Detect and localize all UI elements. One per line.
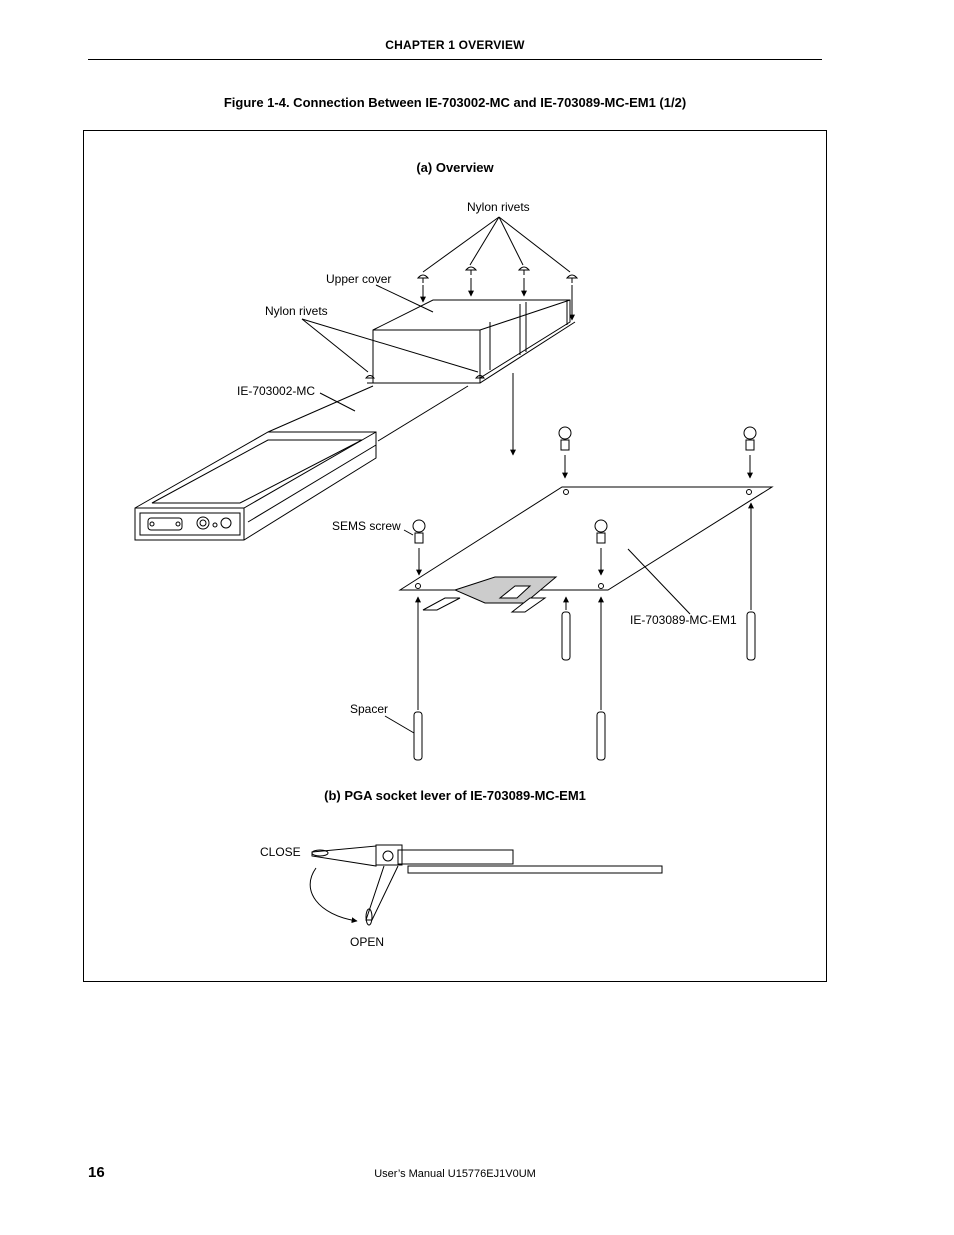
label-spacer: Spacer: [350, 702, 389, 716]
sems-screws: [412, 426, 757, 576]
manual-footer: User’s Manual U15776EJ1V0UM: [374, 1168, 536, 1180]
figure-frame: [83, 130, 827, 982]
spacers: [413, 502, 756, 761]
label-open: OPEN: [350, 935, 385, 949]
label-sems-screw: SEMS screw: [332, 519, 401, 533]
label-ie-703002-mc: IE-703002-MC: [237, 384, 316, 398]
sems-screw-leader: [403, 529, 414, 536]
chapter-header: CHAPTER 1 OVERVIEW: [385, 38, 525, 52]
upper-cover: [367, 299, 576, 384]
label-nylon-rivets-left: Nylon rivets: [265, 304, 328, 318]
upper-cover-leader: [375, 284, 434, 313]
page-number: 16: [88, 1164, 105, 1181]
overview-title: (a) Overview: [416, 160, 494, 175]
spacer-leader: [384, 715, 415, 734]
ie-703089-mc-em1-leader: [627, 548, 691, 615]
ie-703002-mc-unit: [134, 431, 377, 541]
pga-lever-detail: [309, 844, 663, 926]
figure-caption: Figure 1-4. Connection Between IE-703002…: [223, 95, 687, 110]
pga-lever-title: (b) PGA socket lever of IE-703089-MC-EM1: [324, 788, 586, 803]
ribbon-cable: [267, 373, 516, 456]
ie-703002-mc-leader: [319, 392, 356, 412]
ie-703089-mc-em1-board: [398, 486, 774, 613]
label-close: CLOSE: [260, 845, 301, 859]
label-ie-703089-mc-em1: IE-703089-MC-EM1: [630, 613, 737, 627]
nylon-rivets-top-leaders: [422, 216, 571, 273]
label-nylon-rivets-top: Nylon rivets: [467, 200, 530, 214]
top-rivets: [416, 266, 579, 321]
nylon-rivets-left-leaders: [301, 318, 486, 379]
label-upper-cover: Upper cover: [326, 272, 392, 286]
header-rule: [88, 59, 822, 60]
